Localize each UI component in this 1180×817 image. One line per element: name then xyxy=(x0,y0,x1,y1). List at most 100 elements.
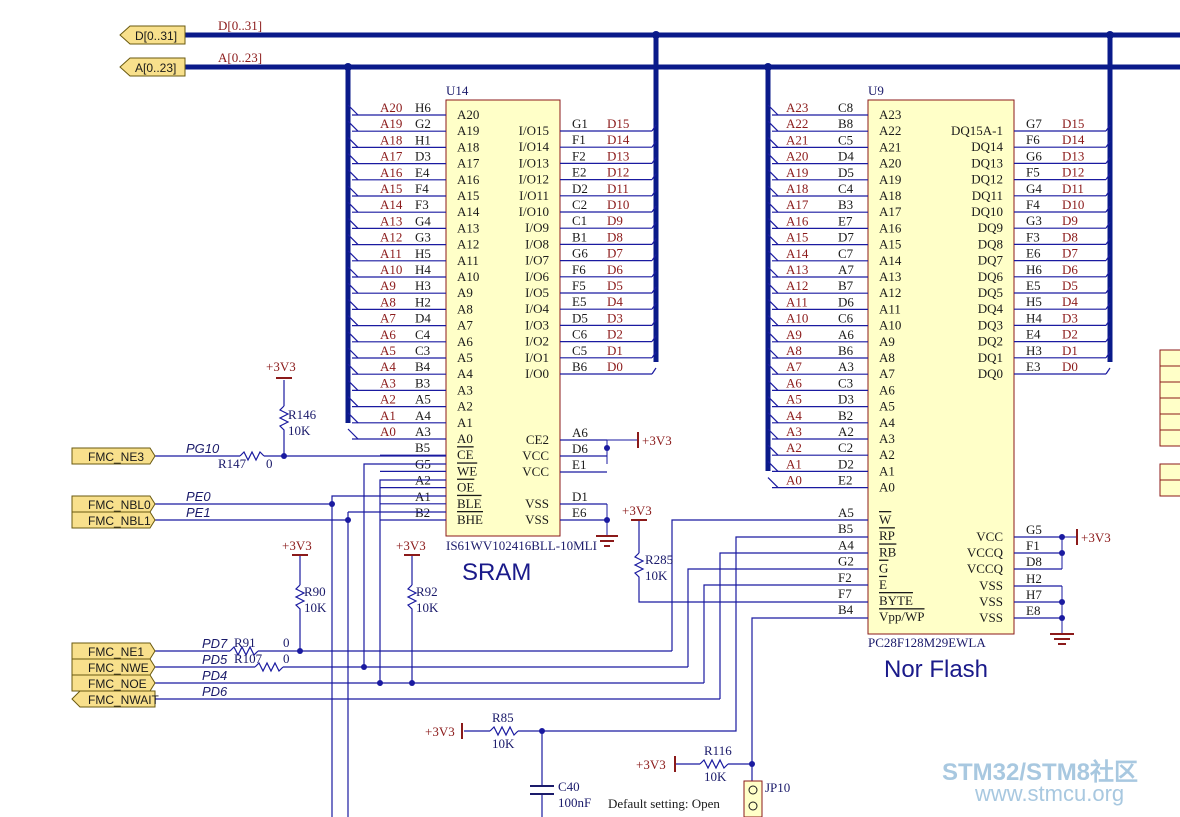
sram-data-net: D12 xyxy=(607,165,629,180)
nor-addr-net: A14 xyxy=(786,246,809,261)
nor-dq-name: DQ8 xyxy=(978,236,1003,251)
sram-io-name: I/O8 xyxy=(525,236,549,251)
nor-data-net: D2 xyxy=(1062,327,1078,342)
bus-entry xyxy=(1105,302,1111,310)
nor-pin-number: C6 xyxy=(838,311,854,326)
nor-dq-pin-number: H4 xyxy=(1026,310,1042,325)
sram-power-pin-name: CE2 xyxy=(526,432,549,447)
bus-entry xyxy=(651,221,657,229)
sram-addr-net: A8 xyxy=(380,294,396,309)
nor-power-pin-name: VCC xyxy=(976,529,1003,544)
jumper-jp10[interactable]: JP10 xyxy=(743,780,790,817)
sram-part-number: IS61WV102416BLL-10MLI xyxy=(446,538,597,553)
nor-pin-number: E7 xyxy=(838,213,853,228)
bus-entry xyxy=(651,189,657,197)
r147-ref: R147 xyxy=(218,456,247,471)
sram-pin-number: H6 xyxy=(415,100,431,115)
nor-dq-pin-number: E4 xyxy=(1026,327,1041,342)
sram-pin-name: A17 xyxy=(457,156,480,171)
sram-power-pin-name: VCC xyxy=(522,448,549,463)
port-fmc-ne3: FMC_NE3 xyxy=(71,447,156,465)
bus-entry xyxy=(1105,367,1111,375)
nor-pin-number: C5 xyxy=(838,132,853,147)
sram-io-name: I/O7 xyxy=(525,253,549,268)
nor-dq-name: DQ2 xyxy=(978,334,1003,349)
sram-pin-name: OE xyxy=(457,480,474,495)
sram-pin-name: A6 xyxy=(457,334,473,349)
nor-power-pin-number: H7 xyxy=(1026,587,1042,602)
sram-pin-name: A10 xyxy=(457,269,479,284)
nor-dq-pin-number: E6 xyxy=(1026,246,1041,261)
sram-data-net: D4 xyxy=(607,294,623,309)
nor-chip-body xyxy=(867,99,1015,635)
sram-data-net: D7 xyxy=(607,246,623,261)
sram-addr-net: A10 xyxy=(380,262,402,277)
bus-entry xyxy=(651,157,657,164)
port-fmc-noe: FMC_NOE xyxy=(71,674,156,692)
r85-vcc: +3V3 xyxy=(425,723,463,739)
bus-entry xyxy=(651,124,657,132)
sram-data-net: D1 xyxy=(607,343,623,358)
r92-ref: R92 xyxy=(416,584,438,599)
nor-dq-pin-number: H5 xyxy=(1026,294,1042,309)
nor-dq-name: DQ4 xyxy=(978,301,1004,316)
data-bus xyxy=(185,32,1180,362)
bus-entry xyxy=(1105,173,1111,180)
address-bus-port: A[0..23] xyxy=(119,57,186,77)
c40-ref: C40 xyxy=(558,779,580,794)
nor-dq-pin-number: G7 xyxy=(1026,116,1042,131)
r90-vcc: +3V3 xyxy=(282,538,312,556)
sram-pin-name: BHE xyxy=(457,512,483,527)
bus-entry xyxy=(347,298,359,310)
sram-addr-net: A7 xyxy=(380,311,396,326)
sram-pin-number: F4 xyxy=(415,181,429,196)
bus-entry xyxy=(1105,270,1111,278)
sram-io-name: I/O0 xyxy=(525,366,549,381)
jp10-default-note: Default setting: Open xyxy=(608,796,720,811)
nor-dq-name: DQ10 xyxy=(971,204,1003,219)
nor-data-net: D9 xyxy=(1062,213,1078,228)
sram-io-pin-number: F5 xyxy=(572,278,586,293)
sram-data-net: D2 xyxy=(607,327,623,342)
nor-data-net: D4 xyxy=(1062,294,1078,309)
bus-entry xyxy=(347,266,359,278)
sram-io-name: I/O12 xyxy=(519,172,549,187)
pin-pd5: PD5 xyxy=(202,652,228,667)
sram-io-pin-number: E5 xyxy=(572,294,586,309)
bus-entry xyxy=(347,396,359,408)
nor-ctrl-pin-name: RB xyxy=(879,544,897,559)
sram-io-pin-number: G1 xyxy=(572,116,588,131)
capacitor-c40: C40 100nF xyxy=(530,779,591,810)
bus-entry xyxy=(347,120,359,132)
nor-pin-number: D7 xyxy=(838,230,854,245)
nor-pin-number: D6 xyxy=(838,294,854,309)
nor-dq-pin-number: E5 xyxy=(1026,278,1040,293)
sram-io-pin-number: E2 xyxy=(572,165,586,180)
sram-pin-number: G2 xyxy=(415,116,431,131)
sram-io-pin-number: C6 xyxy=(572,327,588,342)
bus-entry xyxy=(767,444,779,456)
nor-addr-net: A2 xyxy=(786,440,802,455)
nor-addr-net: A17 xyxy=(786,197,809,212)
nor-dq-name: DQ15A-1 xyxy=(951,123,1003,138)
nor-pin-number: A2 xyxy=(838,424,854,439)
nor-ctrl-pin-name: BYTE xyxy=(879,593,913,608)
sram-vcc-label: +3V3 xyxy=(642,433,672,448)
nor-dq-pin-number: G6 xyxy=(1026,148,1042,163)
bus-entry xyxy=(767,250,779,262)
sram-pin-number: E4 xyxy=(415,165,430,180)
bus-entry xyxy=(651,367,657,375)
nor-dq-name: DQ14 xyxy=(971,139,1003,154)
nor-pin-number: C4 xyxy=(838,181,854,196)
nor-pin-name: A16 xyxy=(879,220,902,235)
nor-addr-net: A16 xyxy=(786,213,809,228)
nor-part-number: PC28F128M29EWLA xyxy=(868,635,986,650)
fmc-nbl0-label: FMC_NBL0 xyxy=(88,498,151,512)
nor-dq-name: DQ0 xyxy=(978,366,1003,381)
bus-entry xyxy=(1105,140,1111,148)
bus-entry xyxy=(767,217,779,229)
bus-entry xyxy=(347,250,359,262)
